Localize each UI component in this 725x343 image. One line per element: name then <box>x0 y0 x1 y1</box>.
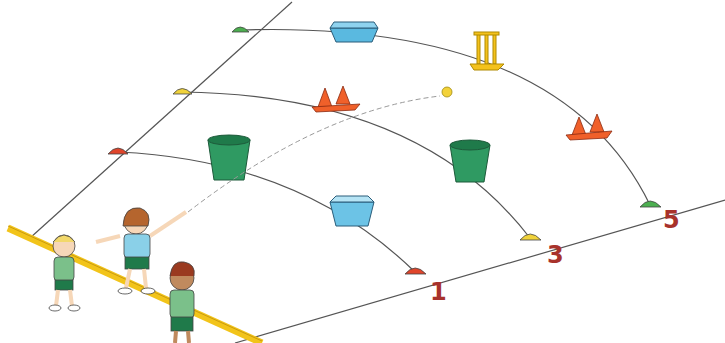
throwing-arm <box>150 212 186 236</box>
child-curly <box>170 262 194 343</box>
cone-base <box>312 104 360 112</box>
legs <box>56 290 72 306</box>
bucket-body <box>450 145 490 182</box>
cone-pairs <box>312 86 612 140</box>
traffic-cone <box>590 114 604 132</box>
crate-top <box>330 22 378 28</box>
wicket-base <box>470 64 504 70</box>
tub-body <box>330 202 374 226</box>
marker-cone <box>173 89 192 95</box>
hair <box>53 235 75 242</box>
shoe <box>68 305 80 311</box>
right-boundary <box>235 200 725 343</box>
wicket <box>470 32 504 70</box>
legs <box>175 331 189 343</box>
ball <box>442 87 452 97</box>
shirt <box>124 234 150 258</box>
hair <box>123 208 149 226</box>
marker-cones <box>108 27 661 274</box>
bucket-body <box>208 140 250 180</box>
traffic-cone <box>336 86 350 104</box>
stump <box>485 34 488 64</box>
shirt <box>54 257 74 281</box>
shirt <box>170 290 194 318</box>
traffic-cone <box>318 88 332 107</box>
bails <box>474 32 499 35</box>
arc-1 <box>118 152 415 272</box>
cone-base <box>566 131 612 140</box>
crate-body <box>330 28 378 42</box>
tub-inside <box>330 196 374 202</box>
bucket-rim <box>208 135 250 145</box>
shoe <box>49 305 61 311</box>
arc-5 <box>240 29 650 205</box>
marker-cone <box>108 148 128 154</box>
arm <box>96 236 120 242</box>
distance-number: 5 <box>663 208 680 232</box>
shorts <box>55 280 73 290</box>
marker-cone <box>405 268 426 274</box>
distance-number: 1 <box>430 280 447 304</box>
field-lines <box>30 2 725 343</box>
stump <box>477 34 480 64</box>
marker-cone <box>520 234 541 240</box>
shoe <box>141 288 155 294</box>
shorts <box>171 317 193 331</box>
shoe <box>118 288 132 294</box>
ball-trajectory <box>188 96 440 212</box>
hair <box>170 262 194 276</box>
arc-3 <box>182 92 530 238</box>
head <box>53 235 75 257</box>
child-boy <box>49 235 80 311</box>
throw-line-edge <box>8 226 262 341</box>
throw-line <box>8 228 262 343</box>
traffic-cone <box>572 117 586 135</box>
marker-cone <box>640 201 661 207</box>
blue-crate <box>330 22 378 42</box>
green-buckets <box>208 135 490 182</box>
shorts <box>125 257 149 269</box>
marker-cone <box>232 27 249 32</box>
blue-tub <box>330 196 374 226</box>
distance-number: 3 <box>547 243 564 267</box>
bucket-rim <box>450 140 490 150</box>
left-boundary <box>30 2 292 238</box>
stump <box>493 34 496 64</box>
legs <box>126 269 146 288</box>
